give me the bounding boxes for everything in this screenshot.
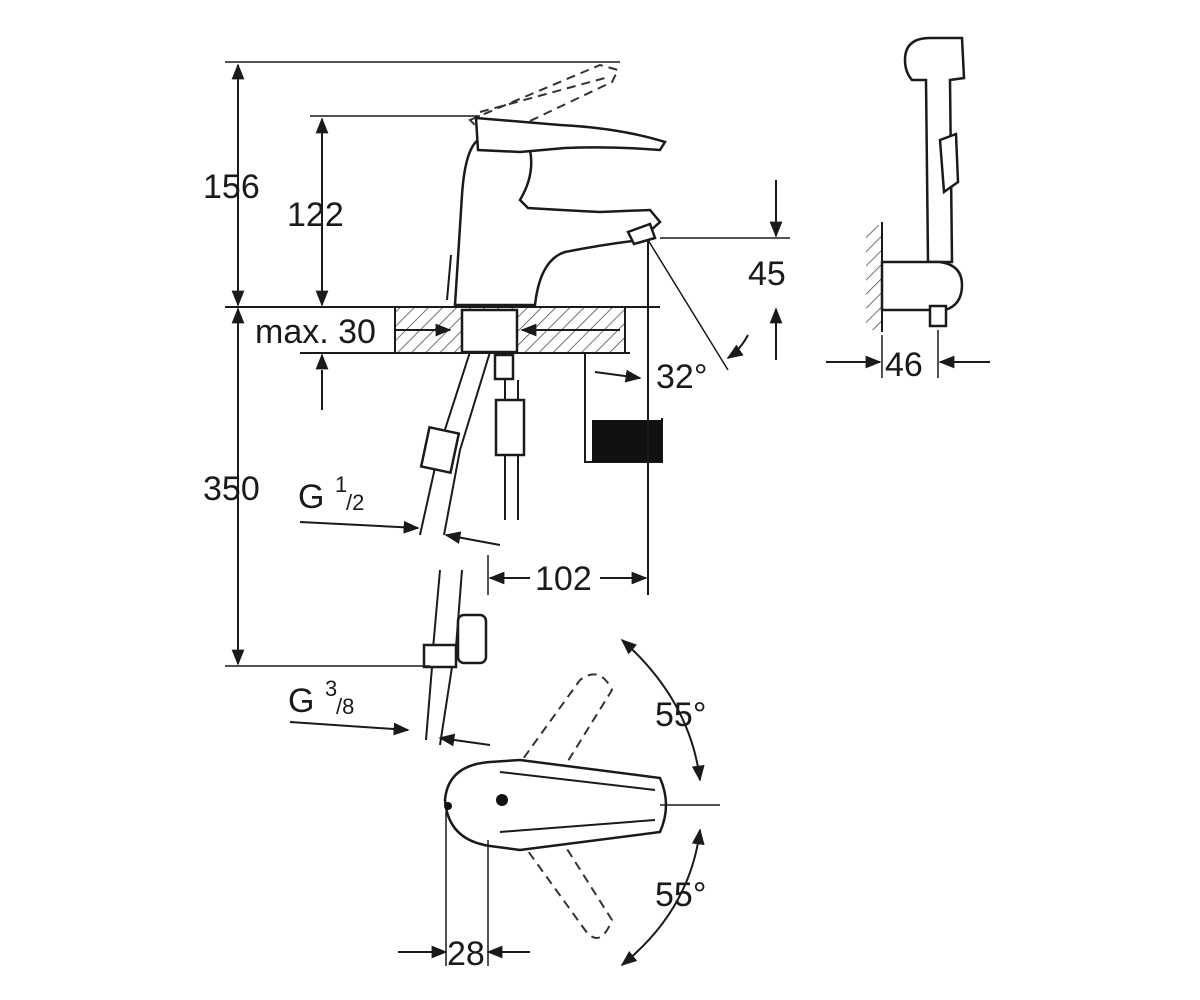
faucet-plan-view: [398, 638, 720, 967]
label-102: 102: [535, 560, 592, 598]
label-g-38-num: 3: [325, 676, 337, 701]
label-g-38-den: /8: [336, 694, 354, 719]
leader-g-38-right: [438, 733, 491, 747]
drain-block: [592, 420, 662, 462]
lever-raised-outline: [468, 63, 620, 142]
hose-fitting-right: [494, 398, 526, 457]
hose-end-nut: [422, 643, 458, 669]
label-28: 28: [447, 935, 485, 973]
thread-dimensions: [289, 520, 648, 747]
lever-raised-inner: [479, 77, 606, 113]
label-55-top: 55°: [655, 696, 706, 734]
label-g-38-base: G: [288, 682, 314, 720]
label-g-half-num: 1: [335, 472, 347, 497]
label-32-degrees: 32°: [656, 358, 707, 396]
angle-arc-55-bottom: [620, 828, 705, 967]
faucet-plan-outline: [443, 758, 668, 852]
hose-tag: [456, 613, 488, 665]
label-55-bottom: 55°: [655, 876, 706, 914]
label-g-half-den: /2: [346, 490, 364, 515]
angle-arc-55-top: [620, 638, 705, 782]
angle-arc-32: [726, 334, 749, 359]
holder-outlet: [928, 304, 948, 328]
dimension-labels: 156 122 45 max. 30 32° 46 350 G 1 /2 102…: [203, 168, 923, 973]
faucet-side-view: [225, 63, 729, 746]
angle-leader-32: [594, 369, 642, 383]
label-350: 350: [203, 470, 260, 508]
leader-g-38: [289, 721, 410, 736]
vertical-dimensions: [225, 61, 620, 667]
angle-ray: [647, 239, 729, 371]
lever-rotated-up: [514, 673, 614, 791]
faucet-lever: [474, 116, 667, 154]
pop-up-rod: [446, 254, 452, 301]
aerator: [626, 222, 657, 246]
shank-fitting: [460, 308, 519, 354]
shank-nut: [493, 353, 515, 381]
plan-center-mark: [496, 794, 508, 806]
wall-hatch: [866, 225, 882, 330]
hand-shower-view: [826, 36, 990, 378]
plan-pivot-mark: [444, 802, 452, 810]
spout-height-dimension: [594, 180, 790, 383]
label-g-half-base: G: [298, 478, 324, 516]
hose-tail-b: [439, 666, 453, 746]
hose-tail-a: [425, 666, 433, 741]
label-46: 46: [885, 346, 923, 384]
leader-g-half-right: [444, 531, 501, 546]
shower-trigger: [938, 132, 960, 195]
label-max-30: max. 30: [255, 313, 376, 351]
faucet-body: [453, 133, 662, 307]
label-122: 122: [287, 196, 344, 234]
hose-left-b: [443, 351, 491, 536]
label-156: 156: [203, 168, 260, 206]
lever-plan-lines: [499, 771, 656, 833]
label-45: 45: [748, 255, 786, 293]
hose-fitting-left: [419, 425, 461, 475]
wall-holder: [880, 260, 964, 312]
lever-rotated-down: [519, 829, 614, 939]
leader-g-half: [299, 520, 420, 534]
